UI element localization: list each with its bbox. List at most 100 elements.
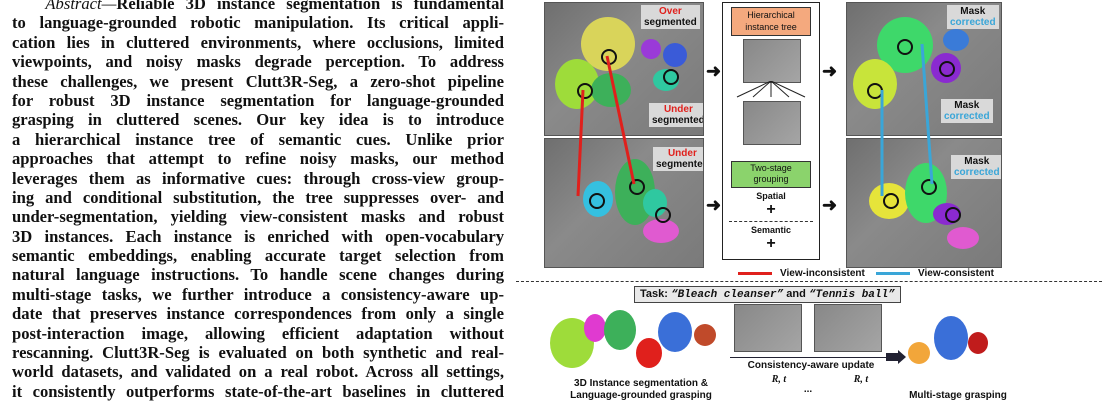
ring	[945, 207, 961, 223]
abstract-line-text: approaches that attempt to refine noisy …	[12, 149, 504, 169]
blob-purple	[641, 39, 661, 59]
tree-child-thumbnail	[743, 101, 801, 145]
update-thumbnail-1	[734, 304, 802, 352]
segmented-objects-3d	[540, 308, 730, 370]
tree-title-box: Hierarchical instance tree	[731, 7, 811, 36]
arrow-right-icon: ➜	[706, 61, 722, 81]
abstract-line-text: cation lies in cluttered environments, w…	[12, 32, 504, 52]
abstract-line: viewpoints, and noisy masks degrade perc…	[12, 52, 504, 71]
blob-blue	[934, 316, 968, 360]
ring	[939, 61, 955, 77]
abstract-line-text: for robust 3D instance segmentation for …	[12, 90, 504, 110]
abstract-line-text: leverages them as informative cues: thro…	[12, 168, 504, 188]
blob-red	[636, 338, 662, 368]
abstract-line: a hierarchical instance tree of semantic…	[12, 130, 504, 149]
ellipsis: ...	[803, 384, 813, 395]
legend-consistent: View-consistent	[876, 268, 994, 279]
legend-red-line	[738, 271, 772, 275]
spatial-plus: +	[766, 201, 776, 218]
grouping-title-box: Two-stage grouping	[731, 161, 811, 188]
abstract-line: to language-grounded robotic manipulatio…	[12, 13, 504, 32]
arrow-right-icon: ➜	[822, 61, 838, 81]
task-bar: Task: “Bleach cleanser” and “Tennis ball…	[634, 286, 901, 303]
abstract-line: post-interaction image, allowing efficie…	[12, 324, 504, 343]
tree-panel: Hierarchical instance tree Two-stage gro…	[722, 2, 820, 260]
blob-magenta	[584, 314, 606, 342]
abstract-line-text: under-segmentation, yielding view-consis…	[12, 207, 504, 227]
abstract-line-text: natural language instructions. To handle…	[12, 265, 504, 285]
abstract-line: under-segmentation, yielding view-consis…	[12, 207, 504, 226]
abstract-line: world datasets, and validated on a real …	[12, 362, 504, 381]
ring	[921, 179, 937, 195]
abstract-line-text: grasping in cluttered scenes. Our key id…	[12, 110, 504, 130]
abstract-line: approaches that attempt to refine noisy …	[12, 149, 504, 168]
spatial-label: Spatial	[756, 191, 786, 201]
abstract-line: Abstract—Reliable 3D instance segmentati…	[12, 0, 504, 13]
arrow-to-multistage	[886, 350, 906, 364]
ring	[655, 207, 671, 223]
abstract-line-text: multi-stage tasks, we further introduce …	[12, 284, 504, 304]
abstract-line-text: to language-grounded robotic manipulatio…	[12, 13, 504, 33]
section-divider	[516, 281, 1102, 282]
abstract-text: Abstract—Reliable 3D instance segmentati…	[12, 0, 504, 401]
blob-fruit	[694, 324, 716, 346]
abstract-line: grasping in cluttered scenes. Our key id…	[12, 110, 504, 129]
legend-inconsistent: View-inconsistent	[738, 268, 865, 279]
abstract-line-text: date that preserves instance corresponde…	[12, 304, 504, 324]
abstract-line: semantic embeddings, enabling accurate t…	[12, 246, 504, 265]
caption-middle: Consistency-aware update	[747, 360, 875, 371]
abstract-line: for robust 3D instance segmentation for …	[12, 91, 504, 110]
arrow-right-icon: ➜	[706, 195, 722, 215]
abstract-line-text: post-interaction image, allowing efficie…	[12, 323, 504, 343]
update-thumbnail-2	[814, 304, 882, 352]
ring	[897, 39, 913, 55]
blob-red	[968, 332, 988, 354]
abstract-line-text: it consistently outperforms state-of-the…	[12, 381, 504, 401]
abstract-line: it consistently outperforms state-of-the…	[12, 382, 504, 401]
tree-root-thumbnail	[743, 39, 801, 83]
abstract-line: rescanning. Clutt3R-Seg is evaluated on …	[12, 343, 504, 362]
caption-left-2: Language-grounded grasping	[570, 390, 712, 401]
ring	[629, 179, 645, 195]
abstract-line: 3D instances. Each instance is enriched …	[12, 227, 504, 246]
blob-magenta	[643, 219, 679, 243]
caption-right: Multi-stage grasping	[909, 390, 1007, 401]
abstract-line-text: rescanning. Clutt3R-Seg is evaluated on …	[12, 343, 504, 363]
ring	[577, 83, 593, 99]
blob-blue	[663, 43, 687, 67]
abstract-line: cation lies in cluttered environments, w…	[12, 33, 504, 52]
abstract-line: leverages them as informative cues: thro…	[12, 169, 504, 188]
red-correspondence-lines	[576, 55, 636, 197]
blob-magenta	[947, 227, 979, 249]
rt-label-2: R, t	[853, 374, 869, 385]
tree-branches	[736, 81, 806, 98]
ring	[663, 69, 679, 85]
abstract-lead: Abstract—	[45, 0, 117, 13]
multistage-objects	[904, 312, 1014, 378]
abstract-line: these challenges, we present Clutt3R-Seg…	[12, 72, 504, 91]
abstract-line-text: Reliable 3D instance segmentation is fun…	[116, 0, 504, 13]
abstract-line-text: semantic embeddings, enabling accurate t…	[12, 246, 504, 266]
abstract-line-text: 3D instances. Each instance is enriched …	[12, 226, 504, 246]
blue-correspondence-lines	[880, 43, 934, 196]
abstract-line: date that preserves instance corresponde…	[12, 304, 504, 323]
blob-blue	[943, 29, 969, 51]
abstract-line-text: a hierarchical instance tree of semantic…	[12, 129, 504, 149]
semantic-label: Semantic	[750, 225, 792, 235]
ring	[589, 193, 605, 209]
abstract-line-text: ing and conditional substitution, the tr…	[12, 187, 504, 207]
semantic-plus: +	[766, 235, 776, 252]
rt-label-1: R, t	[771, 374, 787, 385]
abstract-line-text: these challenges, we present Clutt3R-Seg…	[12, 71, 504, 91]
legend-blue-line	[876, 271, 910, 275]
blob-orange	[908, 342, 930, 364]
caption-left-1: 3D Instance segmentation &	[574, 378, 708, 389]
